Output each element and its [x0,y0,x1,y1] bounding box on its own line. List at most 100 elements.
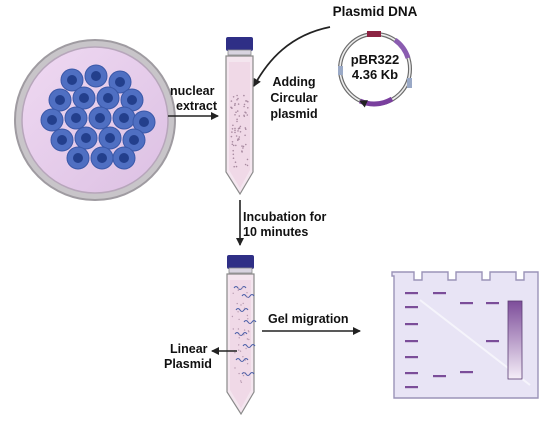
particle [239,125,242,128]
particle [237,289,239,291]
cell [112,146,136,170]
cell [84,64,108,88]
particle [230,106,232,109]
tube-top-particles [230,94,249,168]
particle [241,150,243,152]
particle [235,111,237,114]
particle [238,337,240,339]
plasmid-gene-arc [393,37,411,59]
tube-bottom [226,255,257,416]
particle [234,102,236,105]
cell [120,88,144,112]
particle [236,118,238,121]
gel-band [405,306,418,309]
particle [242,302,244,305]
particle [237,328,240,330]
particle [237,103,240,105]
particle [232,96,235,98]
particle [243,105,245,108]
particle [244,359,246,361]
particle [239,350,242,352]
particle [234,367,236,369]
particle [248,338,250,341]
label-incubation-2: 10 minutes [243,225,309,239]
particle [244,134,246,137]
particle [232,153,235,156]
label-nuclear-extract-1: nuclear [170,84,215,98]
cell [122,128,146,152]
particle [230,100,233,102]
particle [235,144,237,147]
particle [247,107,249,109]
particle [238,344,240,346]
gel-lane-gradient [507,300,523,380]
particle [237,311,239,313]
particle [242,147,244,149]
particle [244,127,247,129]
gel-bands [405,292,499,389]
label-adding-2: Circular [270,91,318,105]
particle [231,143,234,146]
particle [236,99,238,101]
particle [247,318,249,320]
linear-dna-fragment [241,293,255,299]
particle [243,329,246,331]
particle [232,328,234,330]
particle [235,135,238,137]
particle [234,104,236,106]
particle [231,315,234,318]
particle [238,349,240,351]
label-plasmid-size: 4.36 Kb [351,67,399,82]
gel-band [405,323,418,326]
particle [246,164,249,167]
particle [242,374,245,377]
particle [240,380,242,382]
particle [241,287,243,289]
gel-band [405,340,418,343]
linear-dna-fragment [242,343,256,349]
petri-dish [14,39,176,201]
particle [244,163,247,166]
cell [112,106,136,130]
particle [242,356,244,358]
linear-dna-fragment [243,319,257,325]
particle [245,143,247,146]
label-incubation-1: Incubation for [243,210,327,224]
particle [231,131,233,133]
gel-band [460,302,473,305]
particle [243,372,245,374]
linear-dna-fragment [241,371,255,377]
particle [246,314,249,317]
cell [48,88,72,112]
particle [246,158,249,161]
cell [74,126,98,150]
cell [50,128,74,152]
cell [96,86,120,110]
particle [243,334,245,336]
particle [238,372,240,375]
particle [245,347,247,350]
cell [108,70,132,94]
particle [238,138,240,140]
particle [244,111,246,113]
cell [40,108,64,132]
particle [234,131,236,134]
particle [236,120,238,123]
particle [234,114,236,116]
gel-band [433,375,446,378]
particle [246,114,249,116]
gel-band [405,386,418,389]
particle [234,129,236,132]
particle [238,136,241,138]
particle [240,381,243,383]
particle [233,165,235,168]
particle [242,145,245,148]
label-adding-1: Adding [272,75,316,89]
gel-band [433,292,446,295]
particle [246,363,249,365]
label-plasmid-name: pBR322 [350,52,400,67]
particle [238,318,240,321]
particle [236,94,238,97]
particle [232,149,234,152]
label-linear-2: Plasmid [164,357,212,371]
